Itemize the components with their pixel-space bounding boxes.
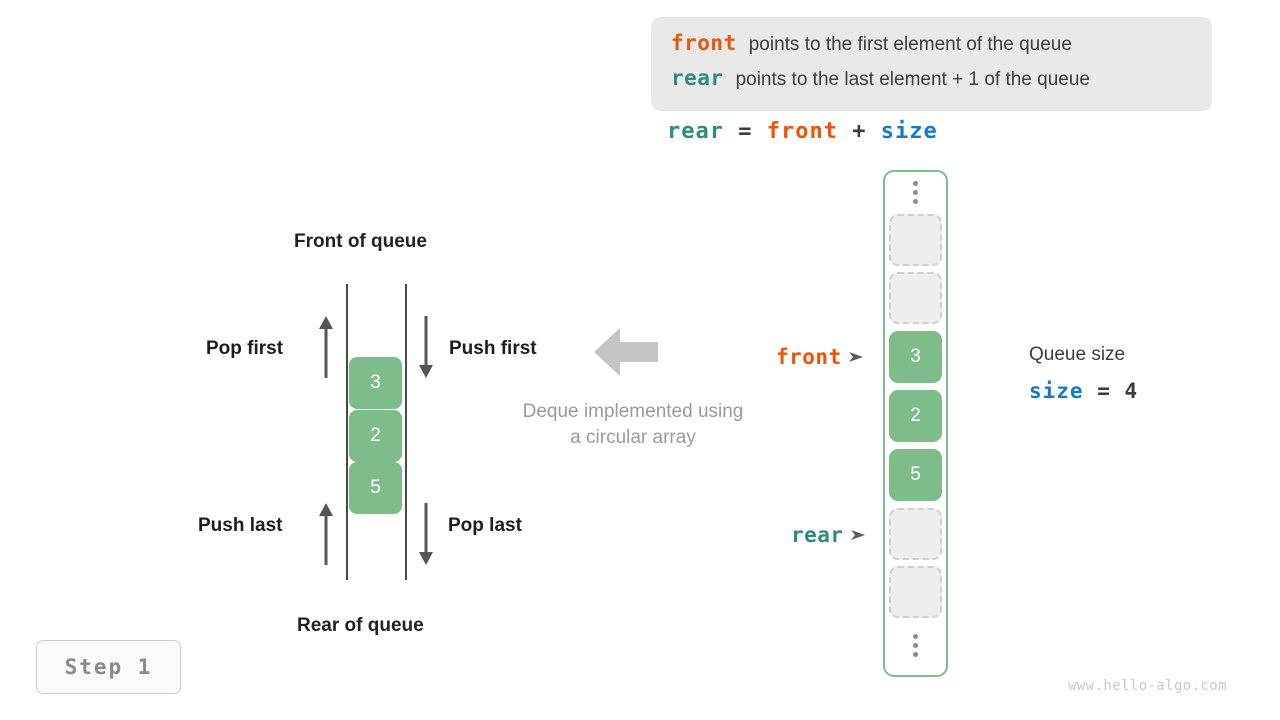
front-pointer: front <box>776 345 863 369</box>
implementation-note: Deque implemented using a circular array <box>492 399 774 450</box>
queue-size-title: Queue size <box>1029 344 1126 365</box>
formula-equals-token: = <box>738 119 753 144</box>
array-ellipsis-bottom-icon <box>889 625 942 665</box>
front-pointer-arrowhead-icon <box>848 352 863 362</box>
deque-cell: 3 <box>349 357 402 409</box>
front-pointer-label: front <box>776 345 842 369</box>
array-slot-empty <box>889 214 942 266</box>
formula-rear-token: rear <box>667 119 724 144</box>
formula-size-token: size <box>880 119 938 144</box>
formula-rear-equals-front-plus-size: rear = front + size <box>667 119 938 144</box>
front-of-queue-header: Front of queue <box>294 231 427 252</box>
legend-key-front: front <box>671 31 737 55</box>
formula-front-token: front <box>766 119 838 144</box>
legend-line-rear: rear points to the last element + 1 of t… <box>671 66 1194 101</box>
array-slot-empty <box>889 272 942 324</box>
array-slot-filled: 2 <box>889 390 942 442</box>
legend-text-rear: points to the last element + 1 of the qu… <box>735 69 1090 90</box>
size-equals-token: = <box>1097 379 1111 403</box>
watermark: www.hello-algo.com <box>1068 678 1227 694</box>
rear-of-queue-header: Rear of queue <box>297 615 424 636</box>
deque-cell: 2 <box>349 410 402 462</box>
array-slot-empty <box>889 508 942 560</box>
operation-label-pop-first: Pop first <box>206 338 284 359</box>
formula-plus-token: + <box>852 119 867 144</box>
rear-pointer-arrowhead-icon <box>850 530 865 540</box>
legend-key-rear: rear <box>671 66 724 90</box>
size-value-token: 4 <box>1124 379 1139 403</box>
deque-right-rail <box>405 284 407 580</box>
queue-size-expression: size = 4 <box>1029 379 1138 403</box>
push-last-arrow-icon <box>319 503 333 565</box>
implementation-note-line1: Deque implemented using <box>522 401 744 422</box>
array-slot-filled: 3 <box>889 331 942 383</box>
implementation-pointer-arrow-icon <box>594 328 658 376</box>
push-first-arrow-icon <box>419 316 433 378</box>
rear-pointer: rear <box>791 523 865 547</box>
rear-pointer-label: rear <box>791 523 844 547</box>
deque-left-rail <box>346 284 348 580</box>
pop-last-arrow-icon <box>419 503 433 565</box>
size-variable-token: size <box>1029 379 1084 403</box>
array-slot-filled: 5 <box>889 449 942 501</box>
operation-label-pop-last: Pop last <box>448 515 522 536</box>
operation-label-push-last: Push last <box>198 515 283 536</box>
legend-box: front points to the first element of the… <box>651 17 1212 111</box>
pop-first-arrow-icon <box>319 316 333 378</box>
operation-label-push-first: Push first <box>449 338 537 359</box>
legend-line-front: front points to the first element of the… <box>671 31 1194 66</box>
legend-text-front: points to the first element of the queue <box>748 34 1072 55</box>
deque-cell: 5 <box>349 462 402 514</box>
step-badge: Step 1 <box>36 640 181 694</box>
array-ellipsis-top-icon <box>889 172 942 212</box>
array-slot-empty <box>889 566 942 618</box>
implementation-note-line2: a circular array <box>570 426 696 448</box>
